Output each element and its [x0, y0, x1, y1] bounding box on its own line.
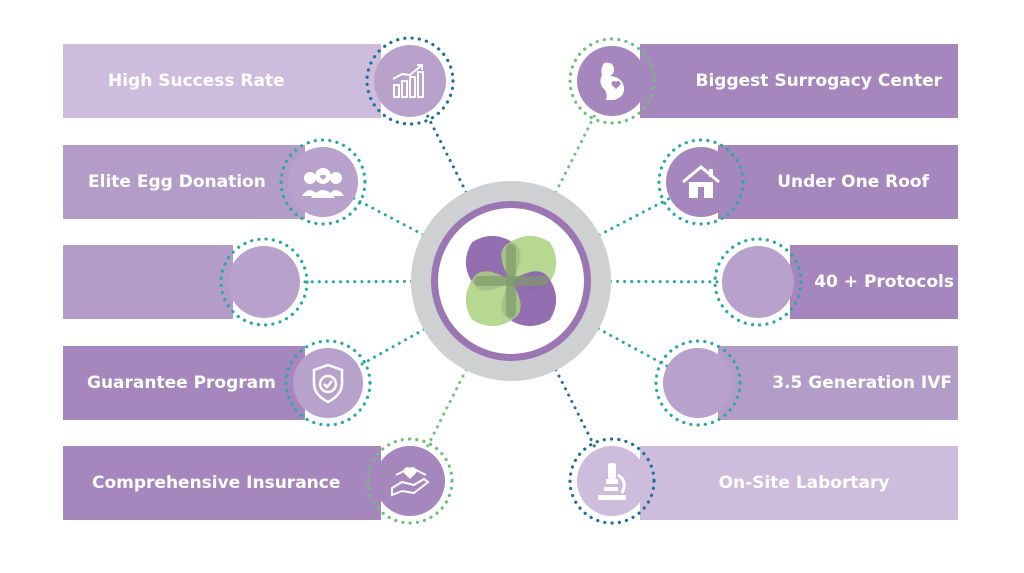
left-bar-5: Comprehensive Insurance — [63, 446, 381, 520]
badge-left-5 — [375, 446, 445, 516]
ring-left-1 — [365, 36, 455, 126]
badge-right-5 — [577, 446, 647, 516]
ring-right-3 — [713, 237, 803, 327]
ring-left-3 — [219, 237, 309, 327]
left-label-5: Comprehensive Insurance — [92, 473, 341, 493]
badge-right-4 — [663, 348, 733, 418]
right-bar-4: 3.5 Generation IVF — [718, 346, 958, 420]
badge-left-1 — [374, 45, 446, 117]
center-ring — [431, 201, 591, 361]
left-label-1: High Success Rate — [108, 71, 285, 91]
badge-left-3 — [228, 246, 300, 318]
hand-heart-icon — [391, 467, 430, 497]
right-bar-5: On-Site Labortary — [640, 446, 958, 520]
ring-left-2 — [279, 138, 367, 226]
ring-right-5 — [568, 437, 656, 525]
badge-left-2 — [288, 147, 358, 217]
ring-right-2 — [657, 138, 745, 226]
left-label-2: Elite Egg Donation — [88, 172, 266, 192]
four-petal-logo — [465, 235, 557, 327]
badge-right-3 — [722, 246, 794, 318]
left-bar-4: Guarantee Program — [63, 346, 305, 420]
badge-right-1 — [577, 46, 647, 116]
right-label-1: Biggest Surrogacy Center — [695, 71, 942, 91]
women-group-icon — [302, 168, 344, 198]
pregnancy-icon — [600, 62, 625, 100]
growth-chart-icon — [392, 64, 424, 98]
right-label-4: 3.5 Generation IVF — [772, 373, 952, 393]
left-label-4: Guarantee Program — [87, 373, 276, 393]
ring-left-5 — [366, 437, 454, 525]
right-label-3: 40 + Protocols — [814, 272, 954, 292]
right-label-2: Under One Roof — [777, 172, 929, 192]
left-bar-1: High Success Rate — [63, 44, 381, 118]
shield-check-icon — [312, 363, 344, 404]
left-bar-2: Elite Egg Donation — [63, 145, 305, 219]
right-bar-2: Under One Roof — [718, 145, 958, 219]
ring-right-4 — [654, 339, 742, 427]
ring-left-4 — [284, 339, 372, 427]
right-bar-1: Biggest Surrogacy Center — [640, 44, 958, 118]
badge-left-4 — [293, 348, 363, 418]
badge-right-2 — [666, 147, 736, 217]
microscope-icon — [598, 463, 626, 500]
right-bar-3: 40 + Protocols — [790, 245, 958, 319]
left-bar-3 — [63, 245, 233, 319]
house-icon — [682, 165, 720, 198]
ring-right-1 — [568, 37, 656, 125]
center-emblem — [411, 181, 611, 381]
right-label-5: On-Site Labortary — [718, 473, 890, 493]
